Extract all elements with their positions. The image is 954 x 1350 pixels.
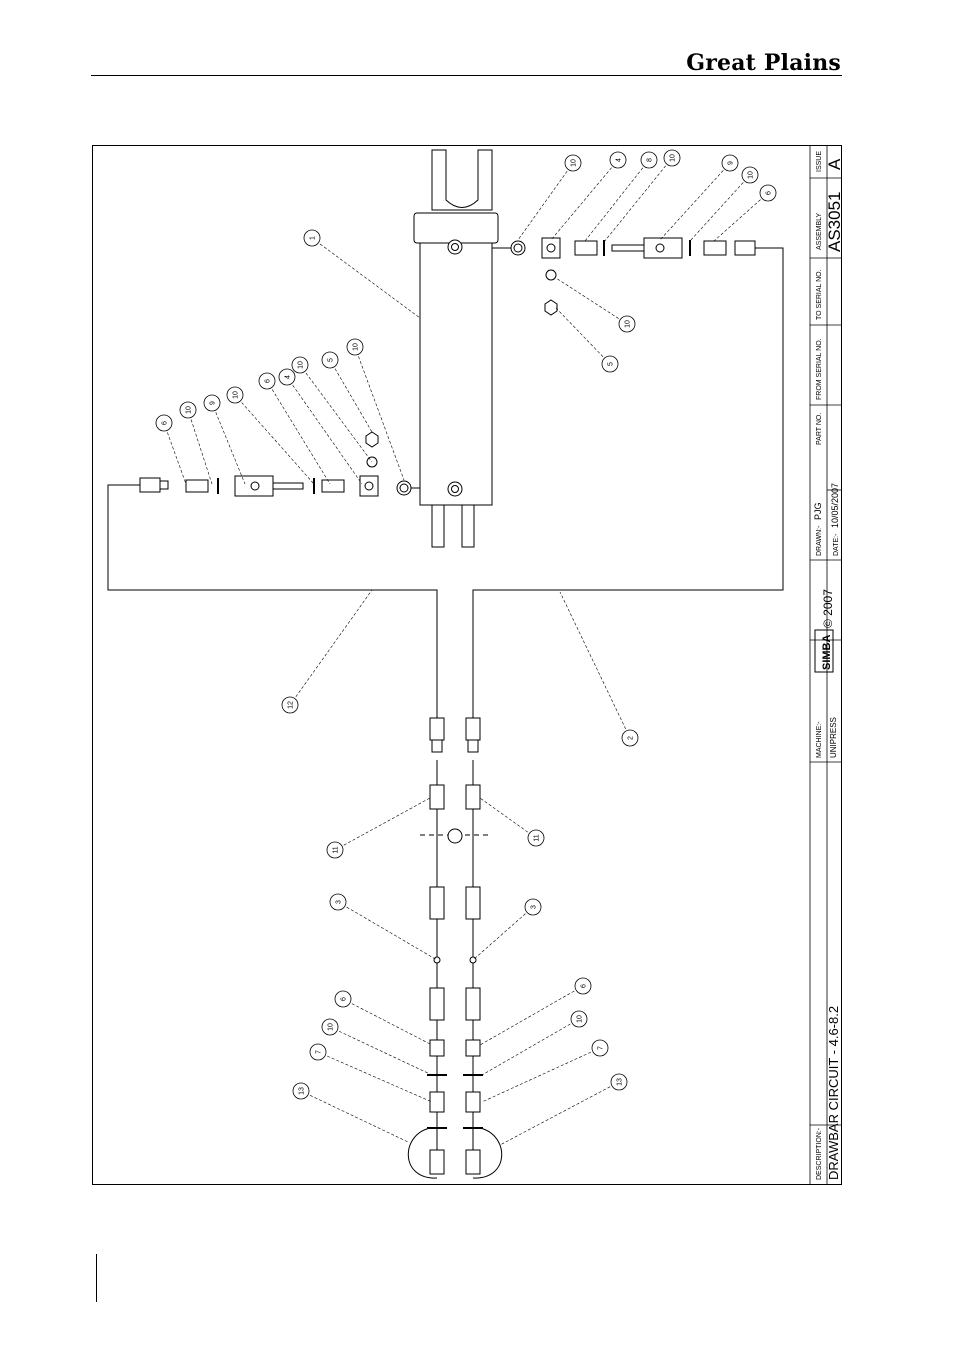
svg-text:10: 10	[748, 171, 755, 179]
balloon-4-right: 4	[610, 152, 626, 168]
svg-text:13: 13	[299, 1087, 306, 1095]
svg-text:10: 10	[328, 1023, 335, 1031]
balloon-3-right: 3	[525, 899, 541, 915]
balloon-7-right: 7	[592, 1040, 608, 1056]
balloon-6-right: 6	[760, 185, 776, 201]
svg-text:6: 6	[581, 984, 588, 988]
svg-text:3: 3	[336, 900, 343, 904]
balloon-10-h: 10	[619, 316, 635, 332]
balloon-6-lower-left: 6	[335, 991, 351, 1007]
balloon-7-left: 7	[310, 1044, 326, 1060]
svg-text:12: 12	[288, 701, 295, 709]
balloon-6-lower-right: 6	[575, 978, 591, 994]
issue-label: ISSUE	[816, 151, 823, 172]
balloon-13-left: 13	[293, 1083, 309, 1099]
balloon-10-b: 10	[227, 387, 243, 403]
svg-text:10: 10	[670, 154, 677, 162]
balloon-11-right: 11	[528, 830, 544, 846]
svg-text:5: 5	[608, 362, 615, 366]
right-fittings-chain	[511, 238, 755, 315]
balloon-10-c: 10	[292, 357, 308, 373]
balloon-10-a: 10	[180, 402, 196, 418]
svg-text:2: 2	[628, 736, 635, 740]
balloon-10-g: 10	[742, 167, 758, 183]
svg-text:10: 10	[186, 406, 193, 414]
balloon-5-right: 5	[602, 356, 618, 372]
balloon-10-lower-right: 10	[571, 1011, 587, 1027]
balloon-3-left: 3	[330, 894, 346, 910]
lower-fittings	[408, 718, 501, 1178]
svg-text:13: 13	[617, 1078, 624, 1086]
logo-text: SIMBA	[821, 635, 833, 671]
machine-label: MACHINE:-	[816, 721, 823, 758]
svg-text:6: 6	[766, 191, 773, 195]
svg-text:7: 7	[316, 1050, 323, 1054]
drawn-value: PJG	[813, 502, 823, 520]
balloon-6-b: 6	[259, 373, 275, 389]
balloon-1: 1	[304, 230, 320, 246]
svg-text:11: 11	[534, 834, 541, 841]
svg-text:6: 6	[162, 421, 169, 425]
balloon-4-left: 4	[279, 369, 295, 385]
date-label: DATE:-	[833, 533, 840, 556]
balloon-10-e: 10	[565, 155, 581, 171]
description-value: DRAWBAR CIRCUIT - 4.6-8.2	[826, 1006, 841, 1180]
date-value: 10/05/2007	[830, 483, 840, 528]
svg-text:9: 9	[728, 161, 735, 165]
part-no-label: PART NO.	[816, 413, 823, 445]
assembly-label: ASSEMBLY	[816, 212, 823, 250]
balloon-8: 8	[641, 152, 657, 168]
balloon-5-left: 5	[322, 352, 338, 368]
balloon-2: 2	[622, 730, 638, 746]
svg-text:10: 10	[571, 159, 578, 167]
svg-text:4: 4	[285, 375, 292, 379]
copyright: © 2007	[821, 589, 835, 628]
hydraulic-cylinder	[414, 150, 498, 547]
from-serial-label: FROM SERIAL NO.	[816, 338, 823, 400]
to-serial-label: TO SERIAL NO.	[816, 269, 823, 320]
svg-text:4: 4	[616, 158, 623, 162]
svg-text:9: 9	[210, 401, 217, 405]
svg-text:7: 7	[598, 1046, 605, 1050]
svg-text:10: 10	[625, 320, 632, 328]
svg-text:6: 6	[341, 997, 348, 1001]
machine-value: UNIPRESS	[829, 717, 838, 758]
left-fittings-chain	[140, 432, 411, 496]
balloon-10-lower-left: 10	[322, 1019, 338, 1035]
balloon-12: 12	[282, 697, 298, 713]
svg-text:10: 10	[577, 1015, 584, 1023]
balloon-11-left: 11	[327, 842, 343, 858]
balloon-10-f: 10	[664, 150, 680, 166]
description-label: DESCRIPTION:-	[816, 1127, 823, 1180]
svg-text:3: 3	[531, 905, 538, 909]
assembly-value: AS3051	[825, 192, 844, 253]
balloon-10-d: 10	[347, 339, 363, 355]
issue-value: A	[825, 158, 844, 170]
simba-logo: SIMBA	[815, 630, 833, 672]
svg-text:1: 1	[310, 236, 317, 240]
svg-text:5: 5	[328, 358, 335, 362]
svg-text:10: 10	[353, 343, 360, 351]
svg-text:6: 6	[265, 379, 272, 383]
svg-text:8: 8	[647, 158, 654, 162]
balloon-13-right: 13	[611, 1074, 627, 1090]
drawn-label: DRAWN:-	[816, 525, 823, 556]
svg-text:10: 10	[298, 361, 305, 369]
balloon-9-left: 9	[204, 395, 220, 411]
balloon-9-right: 9	[722, 155, 738, 171]
balloon-6-upper-left: 6	[156, 415, 172, 431]
svg-text:10: 10	[233, 391, 240, 399]
svg-text:11: 11	[333, 846, 340, 853]
